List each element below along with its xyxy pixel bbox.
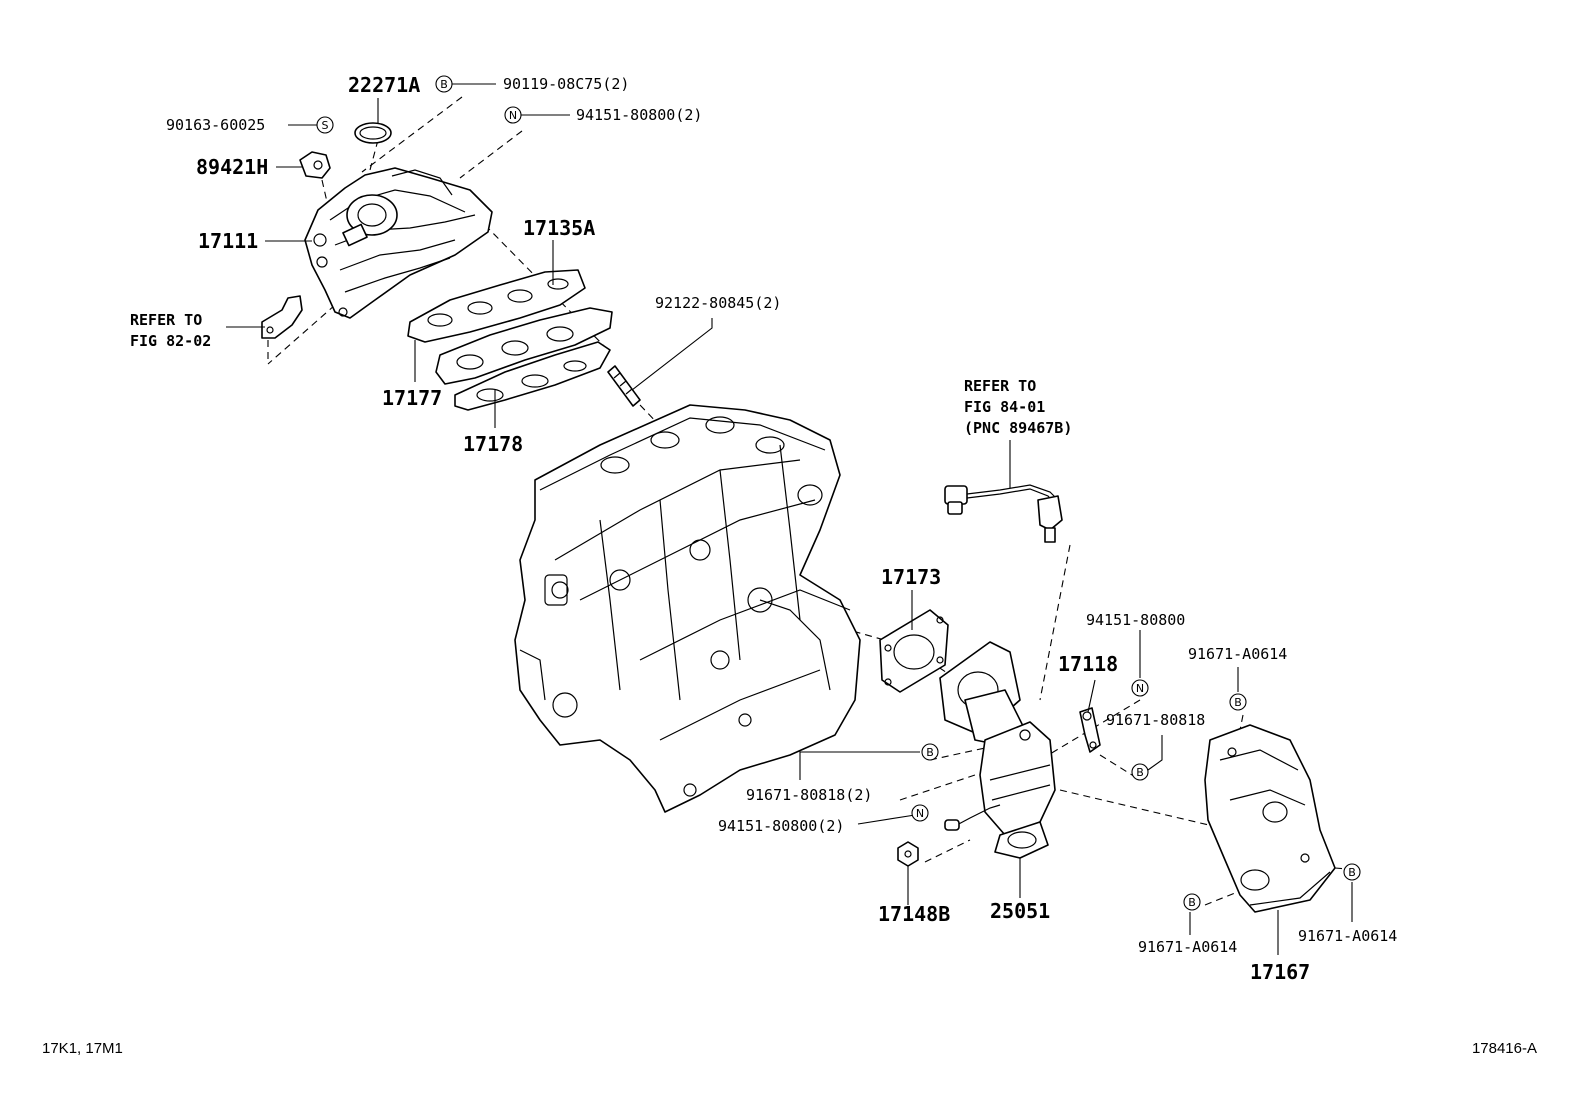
svg-text:B: B (1136, 766, 1144, 779)
label-refer-84-01-line2: FIG 84-01 (964, 398, 1045, 416)
label-refer-84-01-line1: REFER TO (964, 377, 1036, 395)
label-17167: 17167 (1250, 960, 1310, 984)
bolt-marker-91671-top: B (1229, 693, 1247, 711)
exhaust-manifold-converter (939, 641, 1056, 859)
label-25051: 25051 (990, 899, 1050, 923)
label-refer-84-01-line3: (PNC 89467B) (964, 419, 1072, 437)
label-90119: 90119-08C75(2) (503, 75, 629, 93)
label-91671-a0614-right: 91671-A0614 (1298, 927, 1397, 945)
svg-text:N: N (509, 109, 517, 122)
bracket-refer-82-02 (261, 295, 303, 339)
bolt-marker-90119: B (435, 75, 453, 93)
svg-text:B: B (1234, 696, 1242, 709)
label-94151-bottom: 94151-80800(2) (718, 817, 844, 835)
gasket-17178 (454, 341, 611, 411)
label-refer-82-02-line1: REFER TO (130, 311, 202, 329)
label-22271a: 22271A (348, 73, 420, 97)
bolt-marker-91671-right: B (1343, 863, 1361, 881)
label-94151-mid: 94151-80800 (1086, 611, 1185, 629)
label-17111: 17111 (198, 229, 258, 253)
oxygen-sensor (944, 484, 1063, 543)
label-91671-a0614-top: 91671-A0614 (1188, 645, 1287, 663)
bracket-17118 (1079, 707, 1101, 753)
label-17177: 17177 (382, 386, 442, 410)
svg-text:B: B (440, 78, 448, 91)
label-17118: 17118 (1058, 652, 1118, 676)
label-17173: 17173 (881, 565, 941, 589)
nut-17148b (897, 841, 919, 867)
label-92122: 92122-80845(2) (655, 294, 781, 312)
label-94151-top: 94151-80800(2) (576, 106, 702, 124)
svg-text:B: B (1188, 896, 1196, 909)
footer-illustration-id: 178416-A (1472, 1040, 1537, 1057)
part-labels: 22271A 90119-08C75(2) 90163-60025 94151-… (130, 73, 1397, 984)
gasket-17177 (435, 307, 613, 385)
svg-text:B: B (1348, 866, 1356, 879)
svg-text:S: S (322, 119, 329, 132)
label-91671-80818-2: 91671-80818(2) (746, 786, 872, 804)
stud-marker-90163: S (316, 116, 334, 134)
bolt-marker-91671-left: B (1183, 893, 1201, 911)
gasket-17173 (879, 609, 949, 693)
label-91671-a0614-left: 91671-A0614 (1138, 938, 1237, 956)
label-refer-82-02-line2: FIG 82-02 (130, 332, 211, 350)
heat-insulator-17167 (1204, 724, 1336, 913)
fastener-markers: B S N N B B B N (316, 75, 1361, 911)
gasket-ring-22271a (354, 122, 392, 144)
label-17148b: 17148B (878, 902, 950, 926)
sensor-89421h (299, 151, 331, 179)
footer-models: 17K1, 17M1 (42, 1040, 123, 1057)
label-91671-80818: 91671-80818 (1106, 711, 1205, 729)
gasket-17135a (407, 269, 586, 343)
stud-92122 (607, 365, 641, 407)
svg-text:N: N (916, 807, 924, 820)
svg-text:B: B (926, 746, 934, 759)
label-90163: 90163-60025 (166, 116, 265, 134)
label-17135a: 17135A (523, 216, 595, 240)
engine-block (514, 404, 861, 813)
nut-marker-94151-bottom: N (911, 804, 929, 822)
leader-lines (226, 83, 1353, 955)
nut-marker-94151-mid: N (1131, 679, 1149, 697)
label-89421h: 89421H (196, 155, 268, 179)
sensor-pipe (944, 804, 1001, 831)
label-17178: 17178 (463, 432, 523, 456)
bolt-marker-91671-80818-2: B (921, 743, 939, 761)
nut-marker-94151-top: N (504, 106, 522, 124)
intake-manifold (304, 167, 493, 319)
svg-text:N: N (1136, 682, 1144, 695)
bolt-marker-91671-80818: B (1131, 763, 1149, 781)
